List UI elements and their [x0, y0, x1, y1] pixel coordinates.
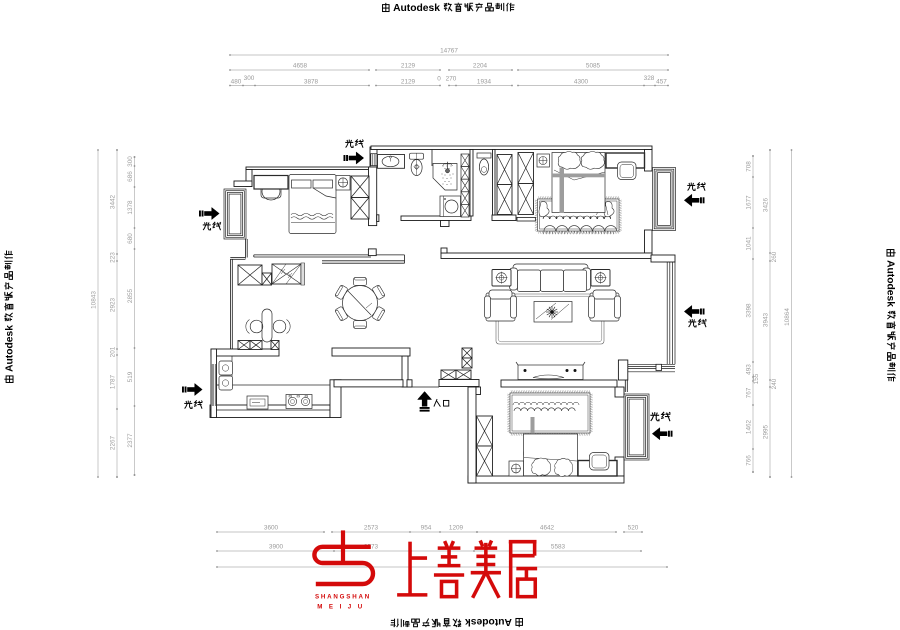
svg-text:1209: 1209 [449, 525, 464, 532]
svg-text:300: 300 [127, 156, 134, 167]
svg-text:Autodesk: Autodesk [465, 616, 512, 627]
svg-text:3442: 3442 [110, 194, 117, 209]
svg-text:1462: 1462 [746, 419, 753, 434]
svg-text:3943: 3943 [763, 312, 770, 327]
svg-text:1677: 1677 [746, 195, 753, 210]
svg-text:680: 680 [127, 233, 134, 244]
svg-text:2129: 2129 [401, 63, 416, 70]
svg-text:4658: 4658 [293, 63, 308, 70]
svg-text:155: 155 [753, 373, 760, 384]
svg-text:328: 328 [644, 75, 655, 82]
svg-text:686: 686 [127, 171, 134, 182]
svg-text:2129: 2129 [401, 79, 416, 86]
svg-text:2995: 2995 [763, 424, 770, 439]
svg-text:201: 201 [110, 346, 117, 357]
svg-text:2573: 2573 [364, 525, 379, 532]
svg-text:223: 223 [110, 252, 117, 263]
svg-text:Autodesk: Autodesk [4, 325, 15, 372]
svg-text:3426: 3426 [763, 197, 770, 212]
svg-text:10864: 10864 [784, 308, 791, 326]
svg-text:MEIJU: MEIJU [317, 604, 368, 611]
svg-text:766: 766 [746, 455, 753, 466]
svg-text:3600: 3600 [264, 525, 279, 532]
svg-text:5085: 5085 [586, 63, 601, 70]
svg-text:10843: 10843 [91, 291, 98, 309]
svg-text:2855: 2855 [127, 288, 134, 303]
svg-text:2573: 2573 [364, 544, 379, 551]
svg-text:300: 300 [244, 75, 255, 82]
svg-text:457: 457 [656, 79, 667, 86]
svg-text:240: 240 [771, 378, 778, 389]
svg-text:2204: 2204 [473, 63, 488, 70]
svg-text:493: 493 [746, 364, 753, 375]
svg-text:2377: 2377 [127, 433, 134, 448]
svg-text:954: 954 [421, 525, 432, 532]
svg-text:767: 767 [746, 387, 753, 398]
svg-text:270: 270 [446, 76, 457, 83]
svg-text:5583: 5583 [551, 544, 566, 551]
svg-text:2267: 2267 [110, 435, 117, 450]
svg-text:2923: 2923 [110, 297, 117, 312]
svg-text:4642: 4642 [540, 525, 555, 532]
svg-text:519: 519 [127, 371, 134, 382]
svg-text:Autodesk: Autodesk [885, 260, 896, 307]
svg-text:3878: 3878 [304, 79, 319, 86]
svg-text:1787: 1787 [110, 374, 117, 389]
svg-text:1378: 1378 [127, 200, 134, 215]
svg-text:480: 480 [231, 79, 242, 86]
svg-text:3900: 3900 [269, 544, 284, 551]
svg-text:Autodesk: Autodesk [393, 3, 440, 14]
svg-text:0: 0 [437, 76, 441, 83]
svg-text:1041: 1041 [746, 236, 753, 251]
svg-text:260: 260 [771, 251, 778, 262]
svg-text:14767: 14767 [440, 48, 458, 55]
svg-text:1934: 1934 [477, 79, 492, 86]
svg-text:4300: 4300 [574, 79, 589, 86]
svg-text:SHANGSHAN: SHANGSHAN [315, 594, 371, 601]
svg-text:3398: 3398 [746, 303, 753, 318]
svg-text:708: 708 [746, 161, 753, 172]
svg-text:520: 520 [628, 525, 639, 532]
